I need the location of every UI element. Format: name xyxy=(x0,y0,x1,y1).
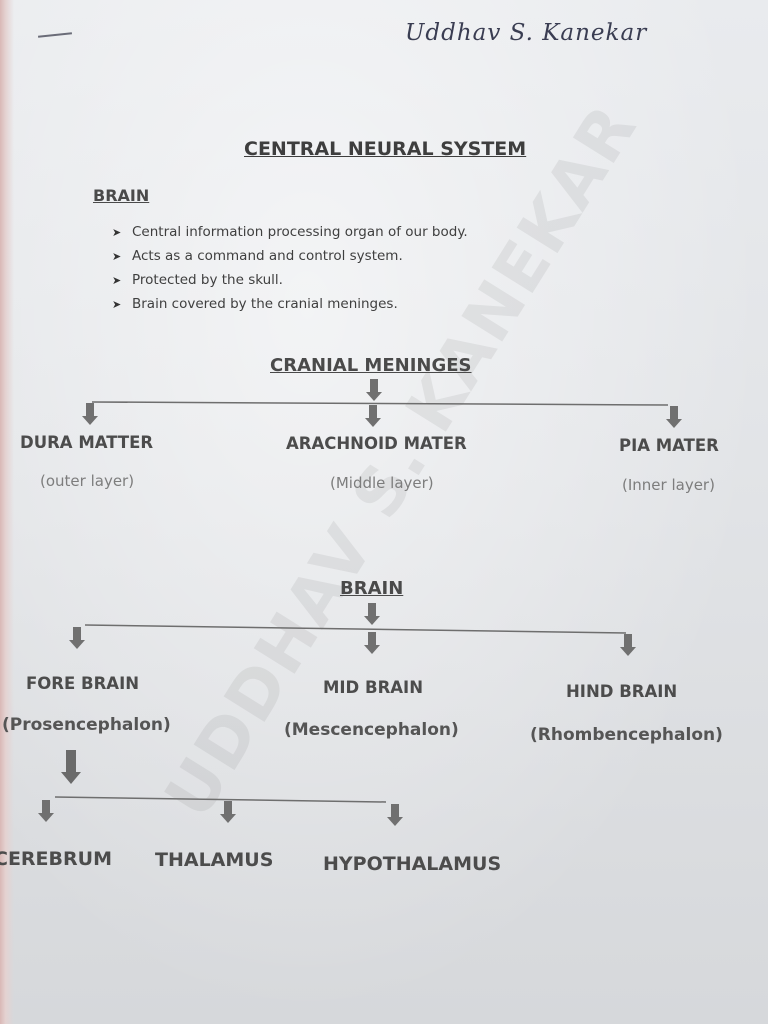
down-arrow-icon xyxy=(38,800,54,822)
forebrain-node-cerebrum: CEREBRUM xyxy=(0,848,112,870)
down-arrow-icon xyxy=(387,804,403,826)
down-arrow-icon xyxy=(620,634,636,656)
down-arrow-icon xyxy=(365,405,381,427)
forebrain-node-thalamus: THALAMUS xyxy=(155,849,274,871)
list-item: ➤Central information processing organ of… xyxy=(112,222,468,246)
brain-section-heading: BRAIN xyxy=(93,186,150,205)
arrow-bullet-icon: ➤ xyxy=(112,298,122,311)
meninges-desc-pia: (Inner layer) xyxy=(622,476,715,494)
meninges-desc-arachnoid: (Middle layer) xyxy=(330,474,434,492)
down-arrow-icon xyxy=(69,627,85,649)
forebrain-connector-line xyxy=(54,796,387,803)
meninges-desc-dura: (outer layer) xyxy=(40,472,135,490)
brain-node-fore: FORE BRAIN xyxy=(26,674,140,693)
arrow-bullet-icon: ➤ xyxy=(112,274,122,287)
list-item: ➤Acts as a command and control system. xyxy=(112,246,468,270)
brain-tree-heading: BRAIN xyxy=(340,578,404,599)
brain-bullet-list: ➤Central information processing organ of… xyxy=(112,222,468,318)
page-edge xyxy=(0,0,14,1024)
down-arrow-icon xyxy=(364,603,380,625)
down-arrow-icon xyxy=(82,403,98,425)
handwritten-signature: Uddhav S. Kanekar xyxy=(405,20,648,46)
down-arrow-icon xyxy=(366,379,382,401)
brain-node-hind: HIND BRAIN xyxy=(566,682,678,701)
meninges-heading: CRANIAL MENINGES xyxy=(270,355,472,376)
arrow-bullet-icon: ➤ xyxy=(112,226,122,239)
brain-desc-fore: (Prosencephalon) xyxy=(2,715,171,735)
down-arrow-icon xyxy=(666,406,682,428)
brain-desc-hind: (Rhombencephalon) xyxy=(530,725,723,745)
meninges-node-pia: PIA MATER xyxy=(619,436,719,455)
brain-node-mid: MID BRAIN xyxy=(323,678,423,697)
list-item: ➤Protected by the skull. xyxy=(112,270,468,294)
brain-desc-mid: (Mescencephalon) xyxy=(284,720,459,740)
page-title: CENTRAL NEURAL SYSTEM xyxy=(244,138,527,160)
meninges-node-arachnoid: ARACHNOID MATER xyxy=(286,434,467,453)
arrow-bullet-icon: ➤ xyxy=(112,250,122,263)
down-arrow-icon xyxy=(61,750,81,784)
down-arrow-icon xyxy=(364,632,380,654)
down-arrow-icon xyxy=(220,801,236,823)
forebrain-node-hypothalamus: HYPOTHALAMUS xyxy=(323,853,502,875)
brain-connector-line xyxy=(84,624,627,634)
list-item: ➤Brain covered by the cranial meninges. xyxy=(112,294,468,318)
meninges-node-dura: DURA MATTER xyxy=(20,433,154,452)
meninges-connector-line xyxy=(91,401,669,406)
